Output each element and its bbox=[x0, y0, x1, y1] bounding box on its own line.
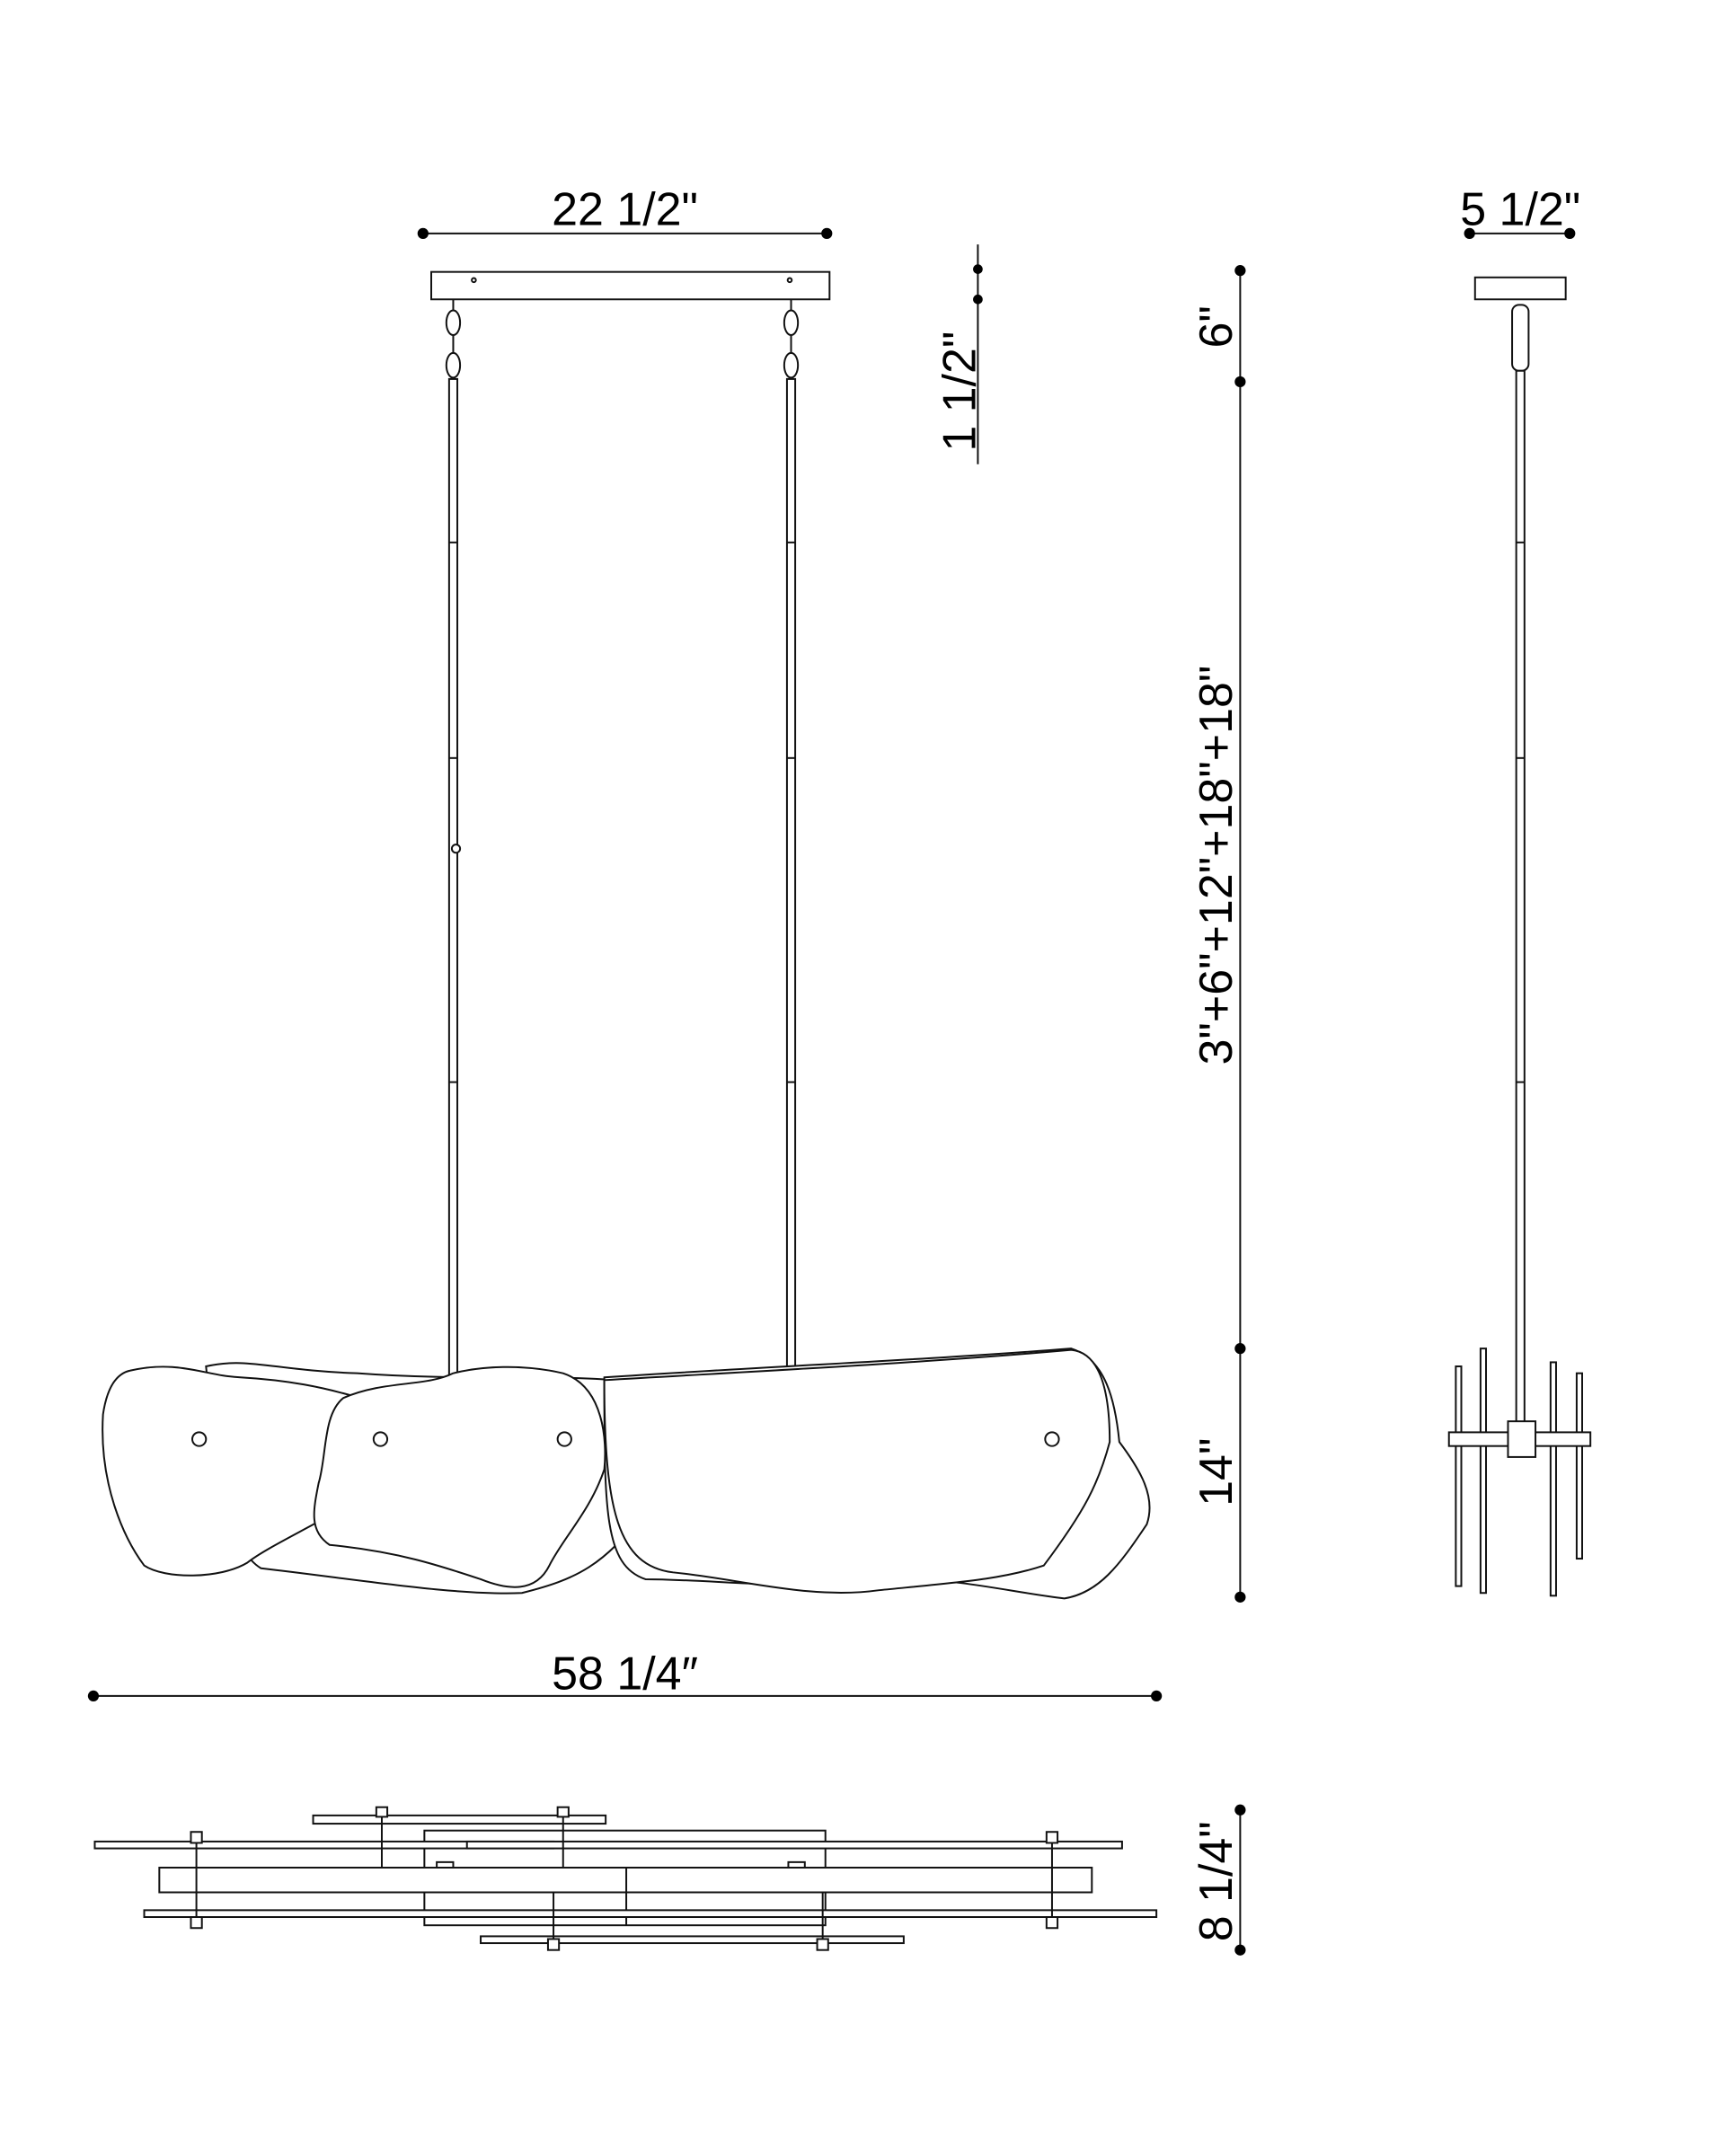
side-canopy bbox=[1473, 276, 1567, 301]
bolts bbox=[190, 1806, 1059, 1951]
front-view: 22 1/2" bbox=[87, 184, 1246, 1702]
depth-label: 8 1/4" bbox=[1190, 1821, 1243, 1941]
overall-width-label: 58 1/4″ bbox=[552, 1648, 698, 1700]
top-drop-label: 6" bbox=[1190, 305, 1243, 348]
canopy-width-label: 22 1/2" bbox=[552, 184, 698, 236]
chain-left bbox=[445, 299, 462, 379]
depth-dimension: 8 1/4" bbox=[1190, 1804, 1246, 1956]
height-dimension: 6" 3"+6"+12"+18"+18" 14" bbox=[1190, 265, 1246, 1603]
fixture-height-label: 14" bbox=[1190, 1438, 1243, 1507]
chain-right bbox=[783, 299, 800, 379]
canopy-height-dimension: 1 1/2" bbox=[933, 244, 986, 464]
rod-lengths-label: 3"+6"+12"+18"+18" bbox=[1190, 666, 1243, 1065]
rod-left bbox=[447, 377, 462, 1377]
glass-panels bbox=[102, 1348, 1151, 1600]
canopy bbox=[430, 270, 831, 301]
side-canopy-width-label: 5 1/2" bbox=[1460, 184, 1580, 236]
side-view: 5 1/2" bbox=[1447, 184, 1592, 1597]
top-view: 8 1/4" bbox=[93, 1804, 1246, 1956]
canopy-width-dimension: 22 1/2" bbox=[417, 184, 833, 239]
canopy-height-label: 1 1/2" bbox=[933, 331, 986, 452]
overall-width-dimension: 58 1/4″ bbox=[87, 1648, 1163, 1702]
rod-right bbox=[785, 377, 797, 1374]
